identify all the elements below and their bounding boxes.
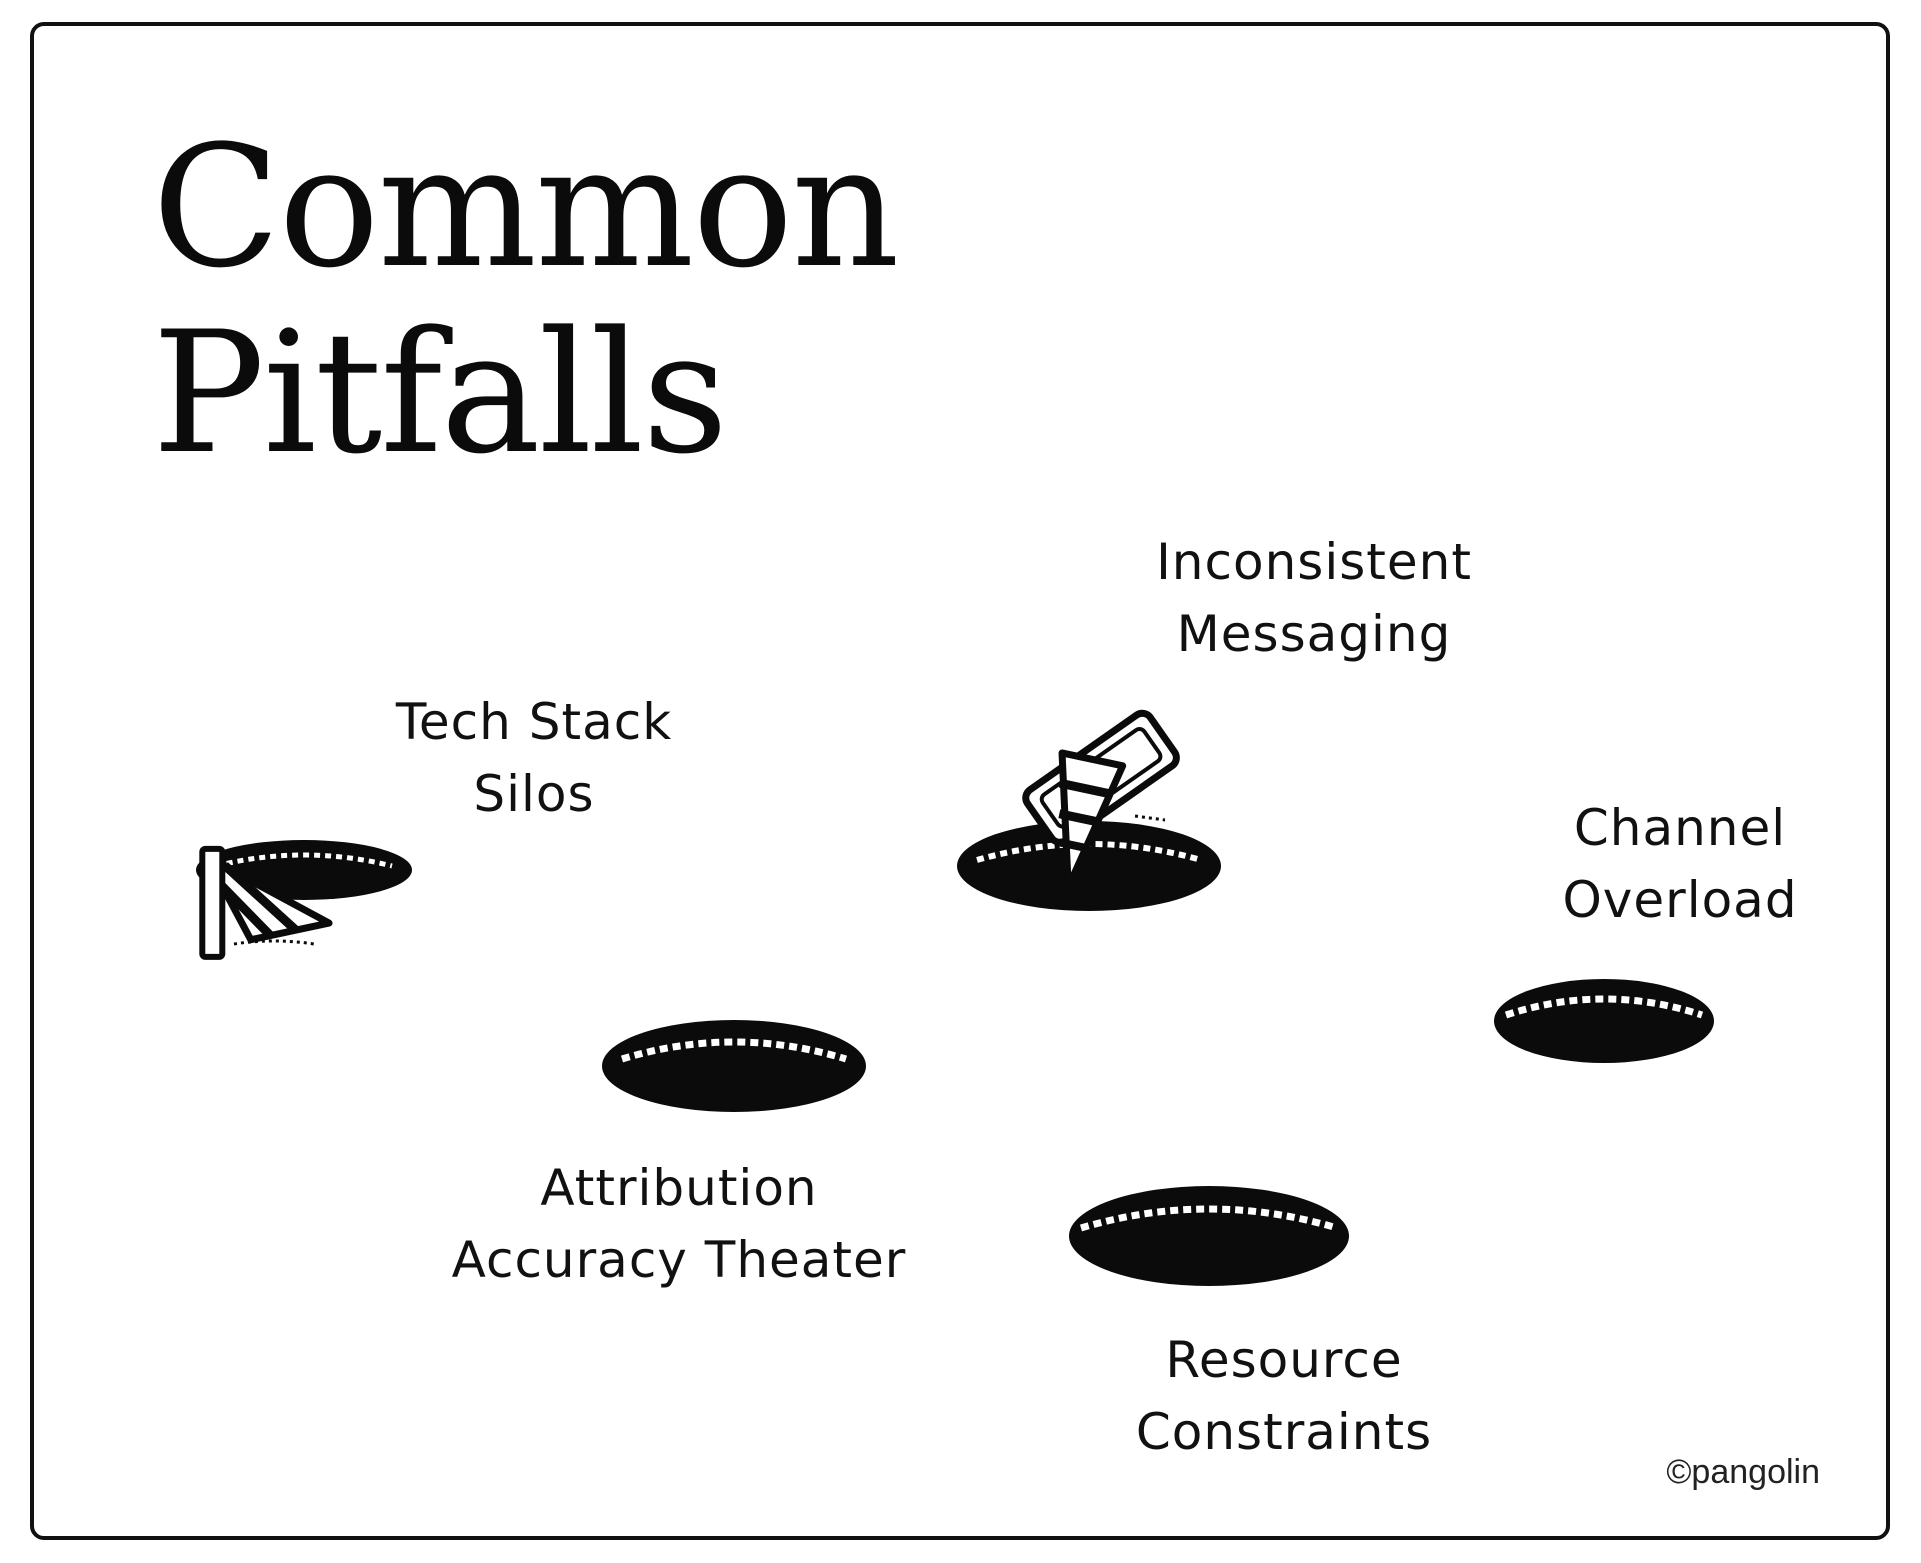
- fallen-cone-hole-icon: [196, 840, 412, 960]
- pitfall-label-channel-overload: Channel Overload: [1562, 799, 1798, 929]
- pitfall-label-resource-constraints: Resource Constraints: [1135, 1331, 1433, 1461]
- title-line-2: Pitfalls: [152, 295, 728, 491]
- pitfall-label-tech-stack-silos: Tech Stack Silos: [395, 693, 673, 823]
- copyright-notice: ©pangolin: [1666, 1453, 1820, 1491]
- empty-hole-attribution-icon: [602, 1020, 866, 1112]
- illustration-frame: Common Pitfalls Tech Stack Silos Inconsi…: [30, 22, 1890, 1540]
- page-title: Common Pitfalls: [152, 109, 900, 491]
- pitfall-label-attribution-accuracy-theater: Attribution Accuracy Theater: [451, 1159, 907, 1289]
- empty-hole-resource-icon: [1069, 1186, 1349, 1286]
- sinking-cone-hole-icon: [957, 709, 1221, 911]
- pitfall-label-inconsistent-messaging: Inconsistent Messaging: [1156, 533, 1472, 663]
- empty-hole-channel-icon: [1494, 979, 1714, 1063]
- title-line-1: Common: [152, 109, 900, 305]
